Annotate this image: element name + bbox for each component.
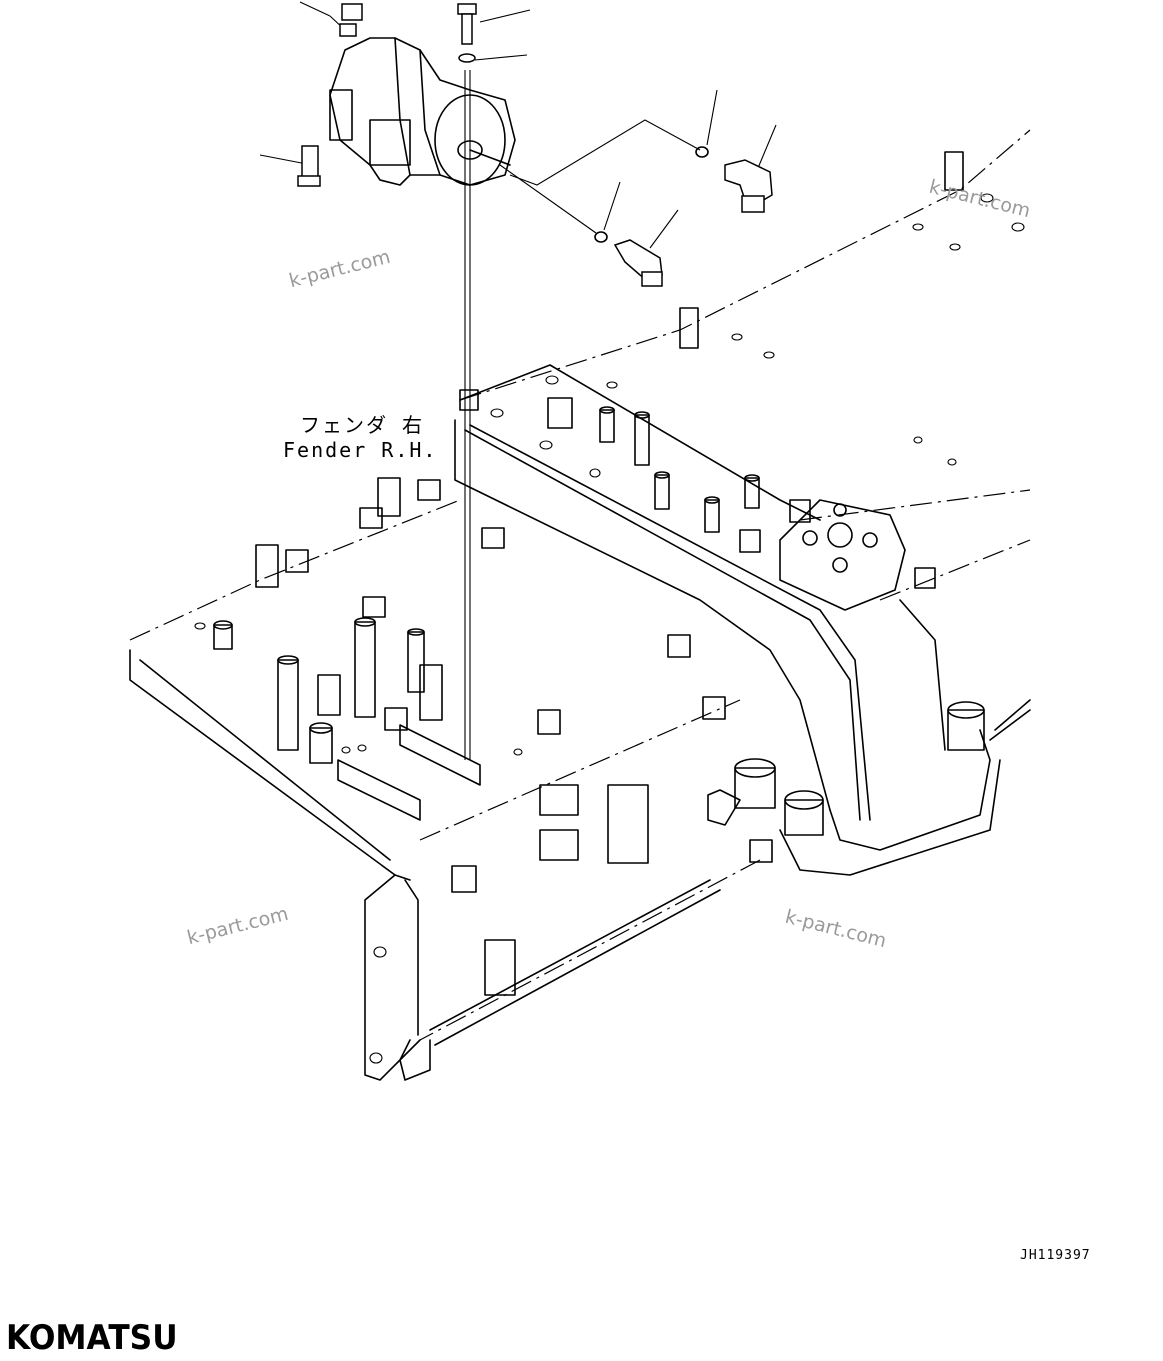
nut-top-left xyxy=(297,3,363,187)
fender-label-en: Fender R.H. xyxy=(283,438,438,462)
komatsu-logo: KOMATSU xyxy=(6,1318,178,1358)
valve-block xyxy=(779,499,906,611)
leader-lines xyxy=(259,1,777,760)
bosses xyxy=(213,406,985,836)
bolt-holes xyxy=(194,193,1025,1064)
hex-bolt-top xyxy=(457,3,477,63)
motor-assembly xyxy=(329,37,516,186)
fender-label-jp: フェンダ 右 xyxy=(300,413,425,437)
frame-outline xyxy=(129,129,1031,1041)
drawing-code: JH119397 xyxy=(1020,1248,1091,1263)
chassis-frame xyxy=(129,364,1031,1081)
hex-nuts xyxy=(255,151,964,996)
elbow-fitting-right xyxy=(695,146,773,213)
elbow-fitting-left xyxy=(594,231,663,287)
